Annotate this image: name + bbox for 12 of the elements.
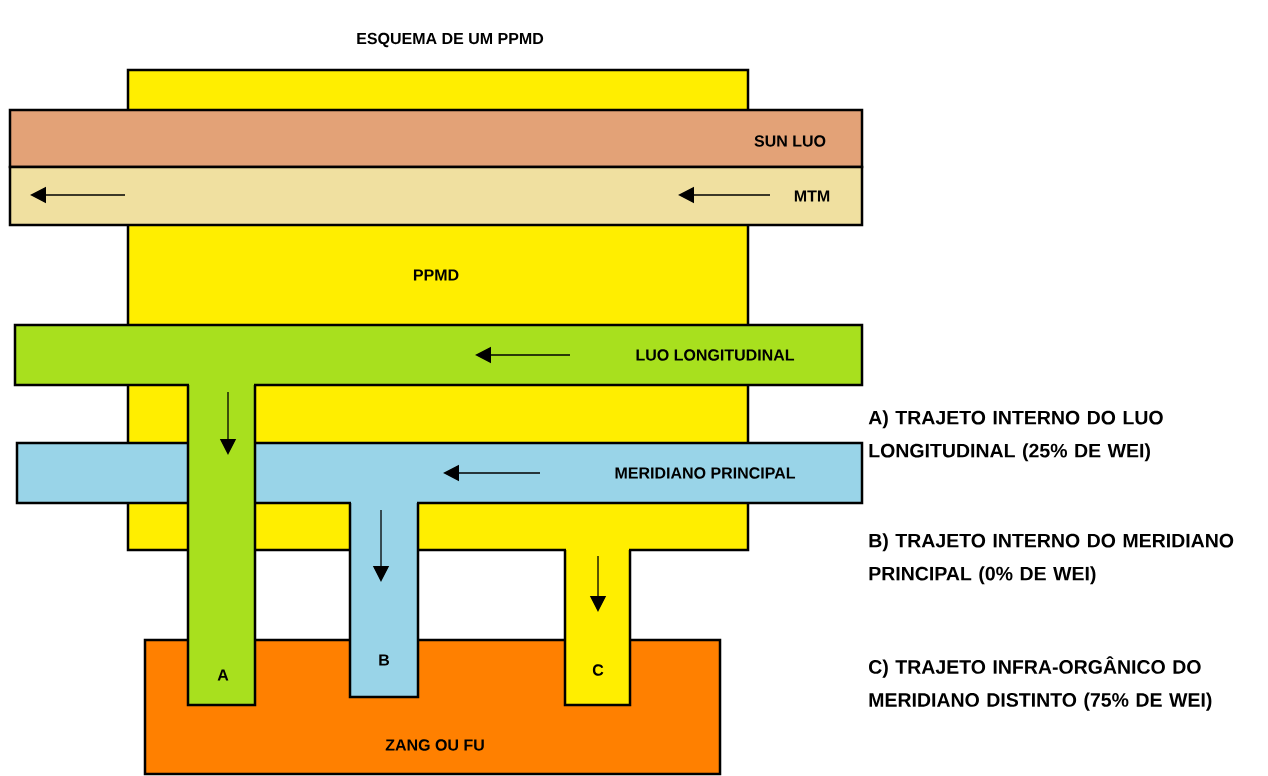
- legend-note: B) TRAJETO INTERNO DO MERIDIANO PRINCIPAL (0% DE WEI): [869, 533, 1234, 585]
- channel-band: MTM: [8, 165, 864, 227]
- channel-stem: B: [348, 500, 420, 699]
- legend-note: C) TRAJETO INFRA-ORGÂNICO DO MERIDIANO DISTINTO (75% DE WEI): [869, 656, 1212, 711]
- node-label: B: [379, 654, 390, 666]
- node-label: C: [592, 664, 604, 676]
- channel-band: SUN LUO: [8, 108, 864, 169]
- channel-stem: C: [563, 547, 632, 707]
- channel-stem: A: [186, 382, 257, 707]
- node-label: A: [217, 669, 229, 681]
- title: ESQUEMA DE UM PPMD: [357, 32, 544, 48]
- legend-note: A) TRAJETO INTERNO DO LUO LONGITUDINAL (25% DE WEI): [868, 410, 1163, 462]
